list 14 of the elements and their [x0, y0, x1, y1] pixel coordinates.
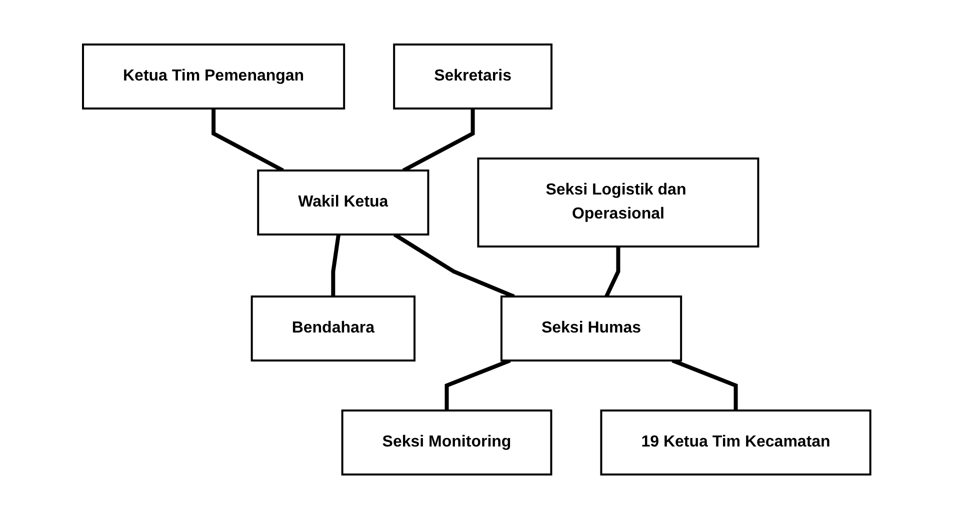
- node-box: Sekretaris: [392, 44, 552, 110]
- node-box: Ketua Tim Pemenangan: [82, 44, 345, 110]
- connector: [331, 234, 340, 296]
- node-box: 19 Ketua Tim Kecamatan: [600, 410, 872, 476]
- connector: [604, 246, 620, 298]
- node-box: Seksi Humas: [500, 296, 682, 362]
- connector: [444, 358, 511, 410]
- node-box: Wakil Ketua: [256, 170, 430, 236]
- node-box: Seksi Monitoring: [341, 410, 552, 476]
- node-box: Seksi Logistik dan Operasional: [477, 158, 760, 248]
- connector: [402, 108, 475, 172]
- connector: [211, 108, 284, 172]
- node-box: Bendahara: [250, 296, 416, 362]
- connector: [671, 358, 738, 410]
